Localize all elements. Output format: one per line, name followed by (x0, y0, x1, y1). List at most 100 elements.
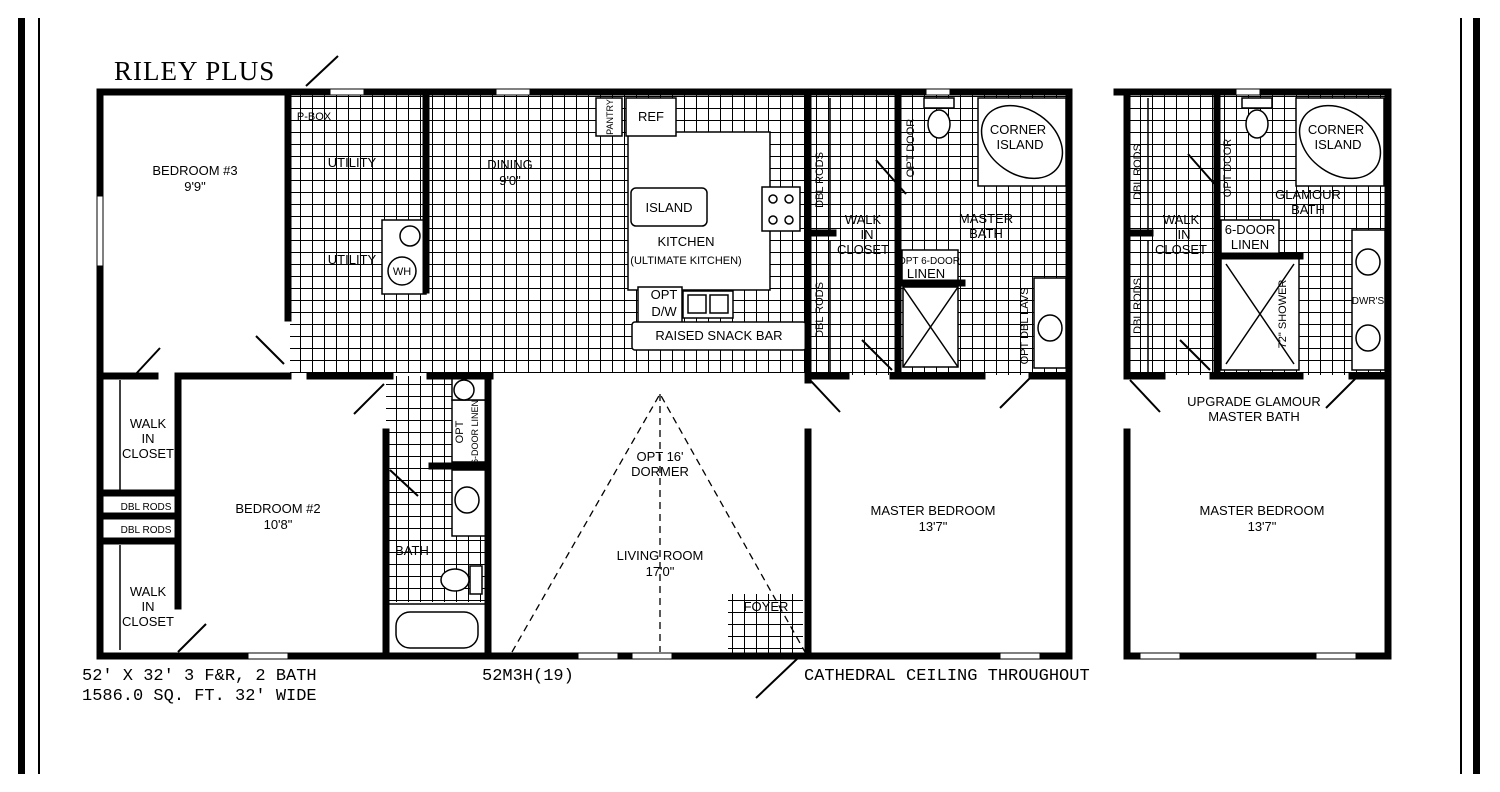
dining-size: 9'0" (499, 173, 521, 188)
kitchen-sub: (ULTIMATE KITCHEN) (630, 255, 741, 267)
page-border-left-thin (38, 18, 40, 774)
master-toilet-icon (927, 109, 951, 139)
alt-sink-bottom-icon (1355, 324, 1381, 352)
page-border-left-thick (18, 18, 25, 774)
alt-corner-tub-icon (1298, 104, 1382, 180)
alt-linen-2: LINEN (1231, 237, 1269, 252)
corner-tub-icon (980, 104, 1064, 180)
master-bath-1: MASTER (959, 211, 1013, 226)
alt-corner-1: CORNER (1308, 122, 1364, 137)
pbox-label: P-BOX (297, 111, 332, 123)
island-counter (630, 187, 708, 227)
alt-dbl-rods-upper: DBL RODS (1132, 144, 1144, 200)
alt-dbl-rods-lower: DBL RODS (1132, 278, 1144, 334)
alt-bath-fixtures (1220, 97, 1386, 371)
dbl-rods-upper-label: DBL RODS (814, 152, 826, 208)
opt-door-label: OPT DOOR (905, 119, 917, 178)
alt-linen-1: 6-DOOR (1225, 222, 1276, 237)
hall-opt-2: 6-DOOR LINEN (470, 400, 480, 464)
plan-title: RILEY PLUS (114, 56, 275, 86)
utility-top-label: UTILITY (328, 155, 377, 170)
page-border-right-thick (1473, 18, 1480, 774)
hall-bath-fixtures (387, 375, 487, 655)
alt-glamour-1: GLAMOUR (1275, 187, 1341, 202)
living-name: LIVING ROOM (617, 548, 704, 563)
walk-in-closet-1: WALK (845, 212, 882, 227)
kitchen-name: KITCHEN (657, 234, 714, 249)
alt-linen-box (1220, 219, 1280, 255)
alt-walk-1: WALK (1163, 212, 1200, 227)
pantry-box (595, 97, 623, 137)
kitchen-fixtures (381, 97, 807, 351)
plan-model-code: 52M3H(19) (482, 667, 574, 686)
alt-glamour-2: BATH (1291, 202, 1325, 217)
windows (96, 88, 1357, 660)
master-bath-2: BATH (969, 226, 1003, 241)
alt-toilet-icon (1245, 109, 1269, 139)
island-label: ISLAND (646, 200, 693, 215)
dormer-1: OPT 16' (636, 449, 683, 464)
wic-left-bot-3: CLOSET (122, 614, 174, 629)
ref-box (625, 97, 677, 137)
opt-linen-2: LINEN (907, 266, 945, 281)
hall-toilet-icon (440, 568, 470, 592)
alt-shower-label: 72" SHOWER (1277, 280, 1289, 349)
bedroom3-name: BEDROOM #3 (152, 163, 237, 178)
plan-ceiling-note: CATHEDRAL CEILING THROUGHOUT (804, 667, 1090, 686)
wh-label: WH (393, 266, 411, 278)
alt-master-bed-name: MASTER BEDROOM (1200, 503, 1325, 518)
opt-linen-1: OPT 6-DOOR (898, 256, 960, 267)
wic-left-bot-1: WALK (130, 584, 167, 599)
wic-left-top-1: WALK (130, 416, 167, 431)
hall-opt-1: OPT (454, 420, 466, 443)
alt-upgrade-2: MASTER BATH (1208, 409, 1300, 424)
master-bath-fixtures (901, 97, 1067, 369)
master-toilet-tank (923, 97, 955, 109)
alt-walk-3: CLOSET (1155, 242, 1207, 257)
hall-toilet-tank (469, 565, 483, 595)
walk-in-closet-3: CLOSET (837, 242, 889, 257)
alt-corner-2: ISLAND (1315, 137, 1362, 152)
wic-left-bot-2: IN (142, 599, 155, 614)
page-border-right-thin (1460, 18, 1462, 774)
alt-upgrade-1: UPGRADE GLAMOUR (1187, 394, 1321, 409)
hall-sink-icon (454, 486, 480, 514)
dw-label: D/W (651, 304, 677, 319)
wic-left-top-3: CLOSET (122, 446, 174, 461)
dbl-rods-b-label: DBL RODS (121, 525, 172, 536)
main-walls (96, 88, 1073, 660)
dishwasher-box (637, 286, 683, 324)
alt-sink-top-icon (1355, 248, 1381, 276)
master-bed-size: 13'7" (919, 519, 948, 534)
water-heater-icon (387, 256, 417, 286)
dbl-rods-lower-label: DBL RODS (814, 282, 826, 338)
alt-opt-door: OPT DOOR (1222, 139, 1234, 198)
wic-left-top-2: IN (142, 431, 155, 446)
bedroom2-name: BEDROOM #2 (235, 501, 320, 516)
plan-specs-line1: 52' X 32' 3 F&R, 2 BATH (82, 667, 317, 686)
pantry-label: PANTRY (605, 99, 615, 135)
bedroom3-size: 9'9" (184, 179, 206, 194)
ref-label: REF (638, 109, 664, 124)
closet-rods (119, 98, 1149, 650)
alt-master-bed-size: 13'7" (1248, 519, 1277, 534)
foyer-label: FOYER (744, 599, 789, 614)
range-box (761, 186, 801, 232)
bath-label: BATH (395, 543, 429, 558)
corner-island-1: CORNER (990, 122, 1046, 137)
master-sink-icon (1037, 314, 1063, 342)
opt-dw-label: OPT (651, 287, 678, 302)
corner-island-2: ISLAND (997, 137, 1044, 152)
dormer-2: DORMER (631, 464, 689, 479)
bedroom2-size: 10'8" (264, 517, 293, 532)
dining-name: DINING (487, 157, 533, 172)
alt-toilet-tank (1241, 97, 1273, 109)
dbl-rods-a-label: DBL RODS (121, 502, 172, 513)
utility-side-label: UTILITY (328, 252, 377, 267)
main-room-labels: BEDROOM #3 9'9" P-BOX UTILITY UTILITY WH… (121, 99, 1047, 629)
linen-shelf (901, 249, 959, 283)
opt-dbl-lavs-label: OPT DBL LAVS (1019, 288, 1031, 365)
plan-specs-line2: 1586.0 SQ. FT. 32' WIDE (82, 687, 317, 706)
walk-in-closet-2: IN (861, 227, 874, 242)
